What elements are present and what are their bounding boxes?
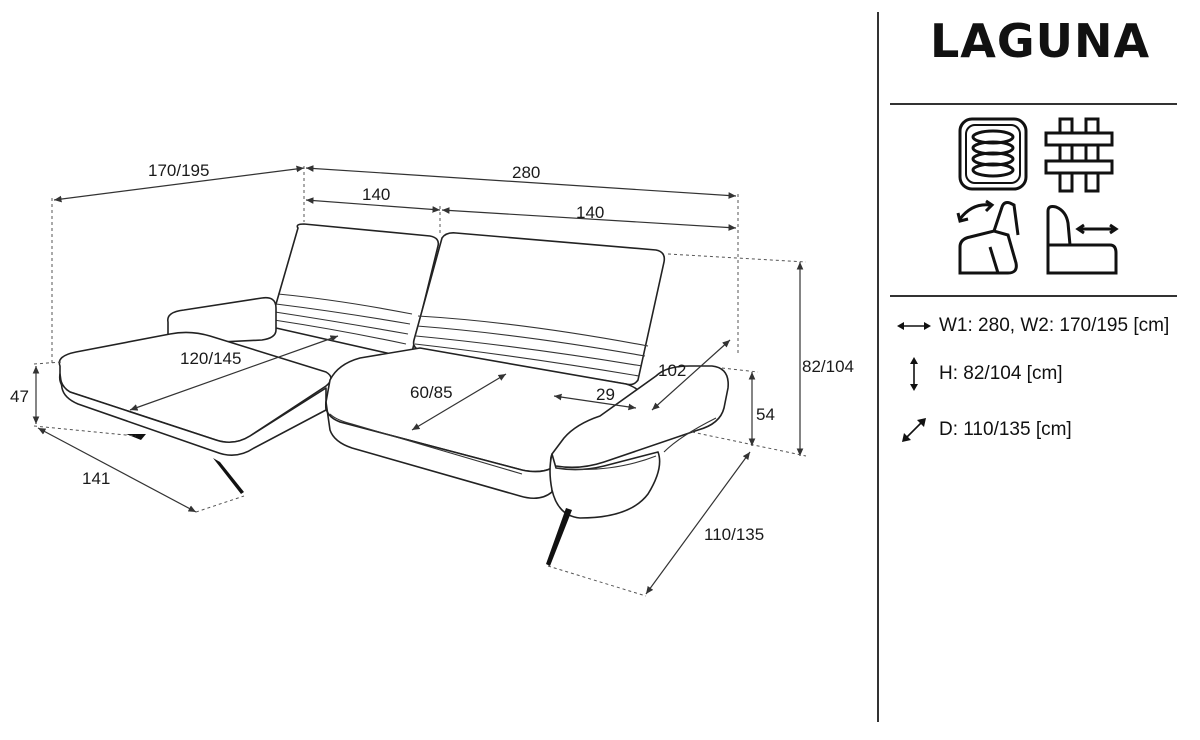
feature-icons [950,115,1130,285]
spec-height-text: H: 82/104 [cm] [939,363,1063,384]
dim-right-seat-width: 140 [576,203,604,222]
dim-seat-height: 47 [10,387,29,406]
product-name: LAGUNA [929,14,1151,68]
dim-depth: 110/135 [704,525,764,544]
sofa-technical-drawing: 170/195 280 140 140 120/145 60/85 29 102… [10,161,854,597]
dimension-lines [32,165,807,597]
adjustable-headrest-icon [956,199,1020,275]
dim-armrest-depth: 102 [658,361,686,380]
dim-total-height: 82/104 [802,357,854,376]
backrest-left [269,223,440,358]
dim-armrest-height: 54 [756,405,775,424]
right-armrest-front [549,451,661,519]
leg [126,434,146,440]
spec-depth-text: D: 110/135 [cm] [939,419,1072,440]
height-arrow-icon [895,357,933,391]
dim-seat-depth: 60/85 [410,383,453,402]
dim-total-depth-chaise: 170/195 [148,161,209,180]
sliding-seat-icon [1046,205,1119,275]
spec-height: H: 82/104 [cm] [895,356,1185,392]
depth-arrow-icon [895,415,933,445]
sofa-illustration [58,223,729,566]
leg [213,458,244,494]
pocket-spring-icon [958,117,1028,191]
spec-width-text: W1: 280, W2: 170/195 [cm] [939,315,1170,336]
spec-depth: D: 110/135 [cm] [895,412,1185,448]
leg [546,508,572,566]
dim-back-offset: 29 [596,385,615,404]
panel-divider [877,12,879,722]
width-arrow-icon [895,311,933,341]
icons-divider [890,295,1177,297]
dim-chaise-width: 141 [82,469,110,488]
title-divider [890,103,1177,105]
dim-left-seat-width: 140 [362,185,390,204]
dim-total-width: 280 [512,163,540,182]
fabric-weave-icon [1044,117,1114,193]
dim-chaise-length: 120/145 [180,349,241,368]
spec-width: W1: 280, W2: 170/195 [cm] [895,308,1185,344]
